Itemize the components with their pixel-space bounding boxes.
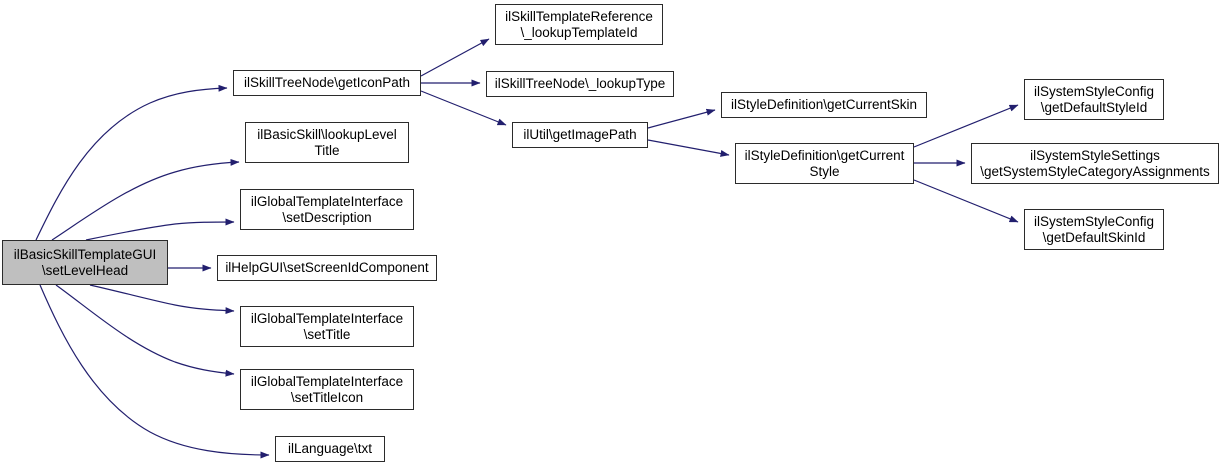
graph-node-getDefaultStyleId[interactable]: ilSystemStyleConfig \getDefaultStyleId [1024, 79, 1164, 120]
graph-node-txt[interactable]: ilLanguage\txt [275, 436, 385, 462]
graph-node-label: ilSystemStyleConfig \getDefaultStyleId [1033, 83, 1155, 115]
graph-node-label: ilLanguage\txt [287, 441, 373, 456]
graph-node-lookupType[interactable]: ilSkillTreeNode\_lookupType [486, 71, 674, 97]
graph-node-getDefaultSkinId[interactable]: ilSystemStyleConfig \getDefaultSkinId [1024, 209, 1164, 250]
call-edge [89, 284, 235, 315]
call-edge [85, 218, 235, 241]
graph-node-label: ilUtil\getImagePath [523, 127, 637, 142]
graph-node-root[interactable]: ilBasicSkillTemplateGUI \setLevelHead [2, 240, 168, 285]
graph-node-label: ilSkillTreeNode\_lookupType [494, 76, 666, 91]
graph-node-getSystemStyleCategoryAssignments[interactable]: ilSystemStyleSettings \getSystemStyleCat… [971, 143, 1219, 184]
graph-node-label: ilSkillTreeNode\getIconPath [243, 75, 411, 90]
graph-node-label: ilSystemStyleSettings \getSystemStyleCat… [980, 147, 1210, 179]
graph-node-label: ilHelpGUI\setScreenIdComponent [225, 260, 429, 275]
graph-node-label: ilBasicSkillTemplateGUI \setLevelHead [13, 246, 157, 278]
call-edge [35, 84, 228, 241]
call-edge [647, 108, 716, 129]
call-edge [913, 179, 1019, 223]
call-edge [39, 284, 270, 459]
graph-node-getCurrentSkin[interactable]: ilStyleDefinition\getCurrentSkin [721, 92, 927, 118]
graph-node-getIconPath[interactable]: ilSkillTreeNode\getIconPath [233, 70, 421, 96]
graph-node-label: ilStyleDefinition\getCurrent Style [744, 147, 905, 179]
graph-node-lookupTemplateId[interactable]: ilSkillTemplateReference \_lookupTemplat… [495, 4, 663, 45]
graph-node-label: ilSkillTemplateReference \_lookupTemplat… [505, 8, 653, 40]
graph-node-label: ilGlobalTemplateInterface \setDescriptio… [250, 193, 404, 225]
call-edge [647, 139, 730, 157]
graph-node-setTitle[interactable]: ilGlobalTemplateInterface \setTitle [240, 306, 414, 347]
graph-node-lookupLevelTitle[interactable]: ilBasicSkill\lookupLevel Title [245, 122, 409, 163]
call-edge [420, 38, 490, 77]
graph-node-label: ilSystemStyleConfig \getDefaultSkinId [1033, 213, 1155, 245]
graph-node-label: ilGlobalTemplateInterface \setTitleIcon [250, 373, 404, 405]
graph-node-label: ilGlobalTemplateInterface \setTitle [250, 310, 404, 342]
graph-node-setScreenIdComponent[interactable]: ilHelpGUI\setScreenIdComponent [217, 255, 437, 281]
graph-node-setDescription[interactable]: ilGlobalTemplateInterface \setDescriptio… [240, 189, 414, 230]
graph-node-label: ilStyleDefinition\getCurrentSkin [730, 97, 918, 112]
graph-node-setTitleIcon[interactable]: ilGlobalTemplateInterface \setTitleIcon [240, 369, 414, 410]
call-edge [51, 158, 240, 241]
graph-node-getImagePath[interactable]: ilUtil\getImagePath [512, 122, 648, 148]
call-edge [913, 104, 1019, 148]
call-edge [55, 284, 235, 377]
graph-node-label: ilBasicSkill\lookupLevel Title [257, 126, 397, 158]
graph-node-getCurrentStyle[interactable]: ilStyleDefinition\getCurrent Style [735, 143, 914, 184]
